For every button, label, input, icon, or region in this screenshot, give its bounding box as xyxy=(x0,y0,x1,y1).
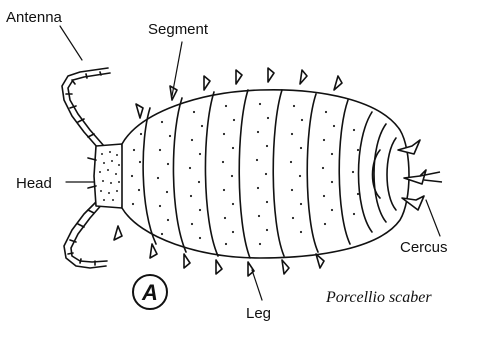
panel-marker: A xyxy=(133,275,167,309)
antenna-label: Antenna xyxy=(6,9,63,26)
species-label: Porcellio scaber xyxy=(325,289,432,306)
segment-label: Segment xyxy=(148,21,209,38)
antenna-upper xyxy=(62,68,110,148)
leg-label: Leg xyxy=(246,305,271,322)
head-label: Head xyxy=(16,175,52,192)
head-shape xyxy=(88,144,124,208)
antenna-lower xyxy=(64,200,107,268)
cercus-label: Cercus xyxy=(400,239,448,256)
panel-letter: A xyxy=(141,280,158,305)
